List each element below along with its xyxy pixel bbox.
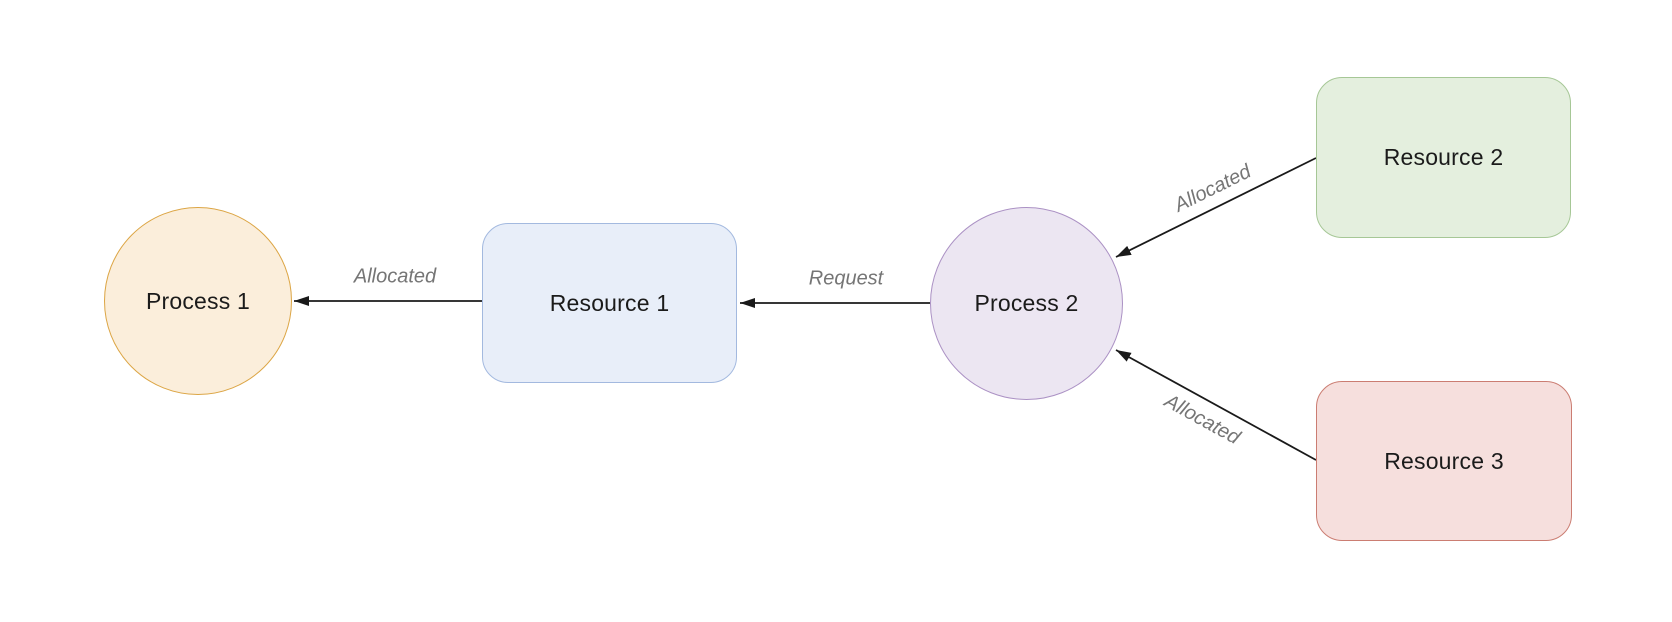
node-label: Resource 2	[1383, 144, 1504, 170]
node-resource-3[interactable]: Resource 3	[1316, 381, 1572, 541]
edge-resource3-to-process2	[1115, 349, 1317, 461]
edge-label-allocated-3: Allocated	[1160, 390, 1244, 450]
edge-label-request: Request	[808, 267, 884, 290]
node-resource-2[interactable]: Resource 2	[1316, 77, 1571, 238]
node-label: Resource 1	[549, 289, 670, 316]
edge-resource2-to-process2	[1115, 157, 1317, 258]
node-process-2[interactable]: Process 2	[930, 207, 1123, 400]
node-process-1[interactable]: Process 1	[104, 207, 292, 395]
edge-label-allocated-2: Allocated	[1171, 160, 1255, 217]
edge-label-allocated-1: Allocated	[353, 265, 437, 288]
node-label: Resource 3	[1384, 447, 1504, 474]
node-label: Process 1	[145, 287, 251, 314]
node-label: Process 2	[974, 290, 1079, 316]
node-resource-1[interactable]: Resource 1	[482, 223, 737, 383]
